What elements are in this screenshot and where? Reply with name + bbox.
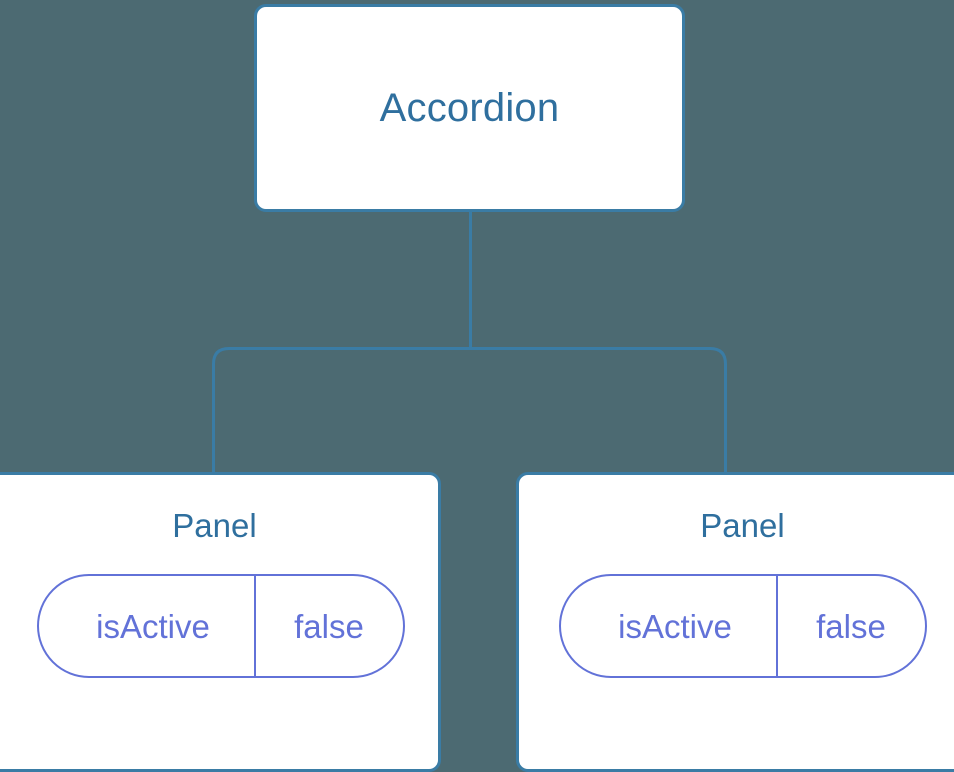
tree-connector-lines bbox=[212, 211, 727, 474]
state-key: isActive bbox=[618, 607, 732, 645]
component-tree-diagram: Accordion Panel isActive false Panel isA… bbox=[0, 4, 954, 772]
tree-node-panel-right[interactable]: Panel isActive false bbox=[516, 472, 954, 772]
tree-node-accordion[interactable]: Accordion bbox=[254, 4, 685, 212]
connector-branch-left bbox=[212, 347, 471, 474]
state-capsule[interactable]: isActive false bbox=[36, 574, 405, 678]
state-value: false bbox=[775, 576, 925, 676]
tree-node-panel-left[interactable]: Panel isActive false bbox=[0, 472, 441, 772]
node-title: Panel bbox=[172, 507, 257, 544]
state-capsule[interactable]: isActive false bbox=[558, 574, 927, 678]
state-key: isActive bbox=[96, 607, 210, 645]
state-value: false bbox=[253, 576, 403, 676]
node-title: Panel bbox=[700, 507, 785, 544]
connector-branch-right bbox=[470, 347, 727, 474]
node-title: Accordion bbox=[379, 86, 560, 130]
